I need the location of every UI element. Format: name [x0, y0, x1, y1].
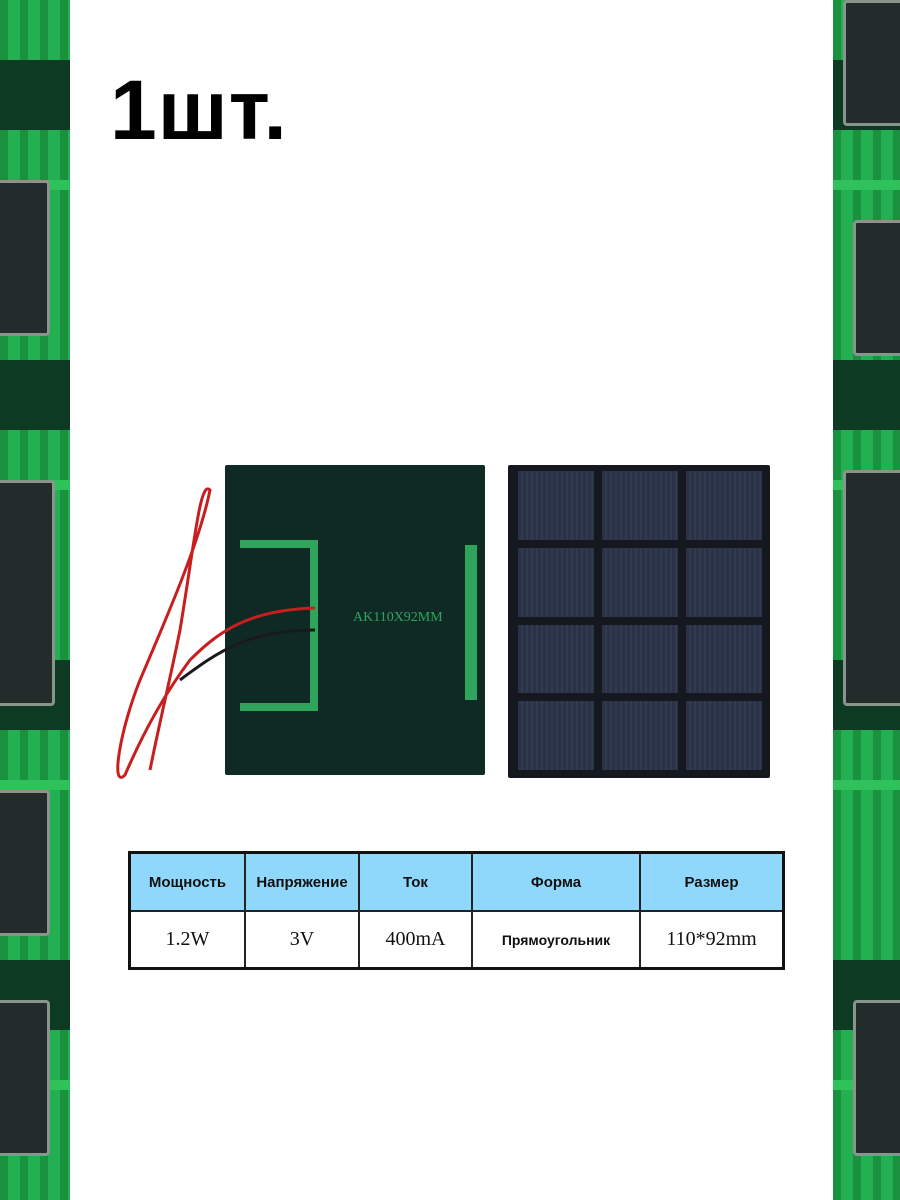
red-wire-icon [116, 487, 316, 779]
value-size: 110*92mm [639, 910, 785, 970]
header-size: Размер [639, 851, 785, 912]
header-power: Мощность [128, 851, 246, 912]
solar-panel-front-image [508, 465, 770, 778]
chip-image [0, 480, 55, 706]
pcb-border-left [0, 0, 70, 1200]
panel-model-label: AK110X92MM [353, 610, 443, 625]
panel-trace [240, 540, 318, 711]
value-power: 1.2W [128, 910, 246, 970]
header-current: Ток [358, 851, 473, 912]
solar-panel-back-image: AK110X92MM [225, 465, 485, 775]
quantity-title: 1шт. [110, 63, 288, 157]
chip-image [853, 220, 900, 356]
spec-header-row: Мощность Напряжение Ток Форма Размер [128, 851, 785, 912]
header-shape: Форма [471, 851, 641, 912]
chip-image [0, 790, 50, 936]
chip-image [0, 1000, 50, 1156]
value-current: 400mA [358, 910, 473, 970]
pcb-border-right [833, 0, 900, 1200]
spec-table: Мощность Напряжение Ток Форма Размер 1.2… [128, 851, 785, 970]
panel-trace [465, 545, 477, 700]
header-voltage: Напряжение [244, 851, 360, 912]
chip-image [0, 180, 50, 336]
chip-image [843, 0, 900, 126]
chip-image [853, 1000, 900, 1156]
spec-value-row: 1.2W 3V 400mA Прямоугольник 110*92mm [128, 910, 785, 970]
value-voltage: 3V [244, 910, 360, 970]
chip-image [843, 470, 900, 706]
value-shape: Прямоугольник [471, 910, 641, 970]
